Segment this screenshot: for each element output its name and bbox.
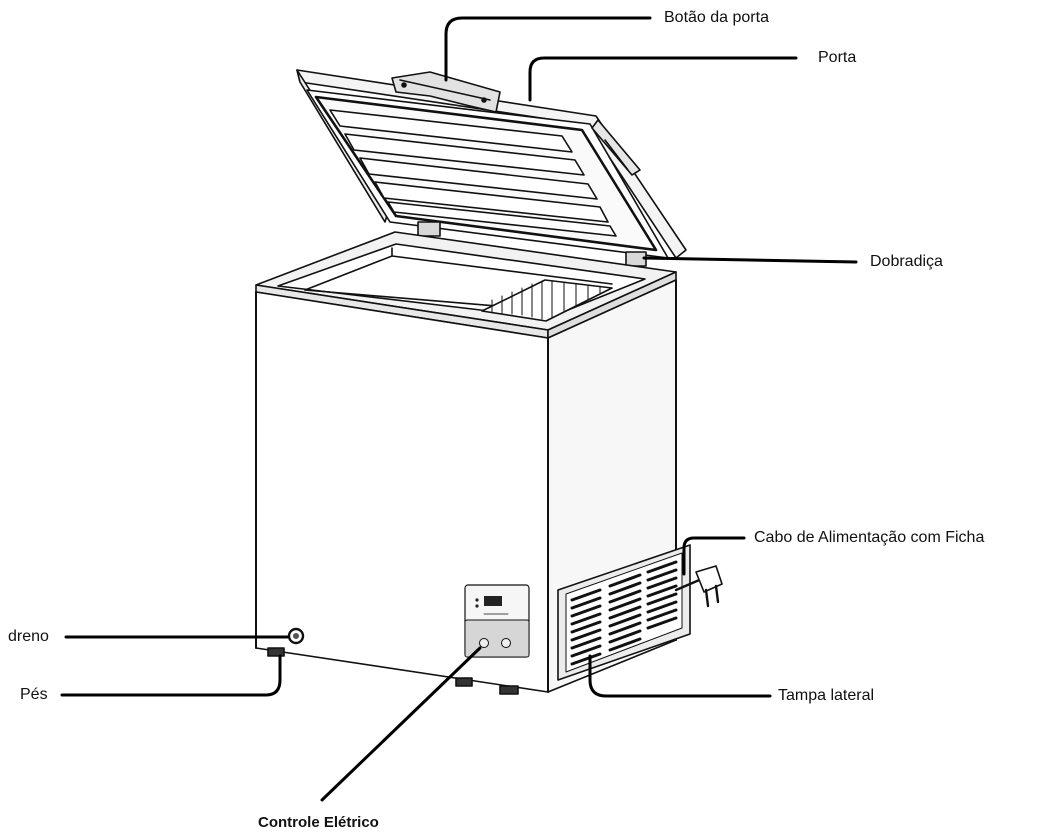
leader-feet [60,654,282,697]
drain [287,627,305,645]
leader-door [528,56,798,102]
label-door-handle: Botão da porta [664,9,769,26]
side-vent-cover [557,544,691,681]
label-controller: Controle Elétrico [258,814,379,831]
leader-hinge [642,256,858,264]
leader-door-handle [444,16,652,82]
power-cord [674,565,723,608]
door-handle [391,71,501,113]
label-drain: dreno [8,628,49,645]
leader-power-cord [682,536,746,576]
label-feet: Pés [20,686,48,703]
control-panel [464,584,530,658]
leader-side-cover [588,654,772,698]
label-hinge: Dobradiça [870,253,943,270]
label-side-cover: Tampa lateral [778,687,875,704]
label-power-cord: Cabo de Alimentação com Ficha [754,529,985,546]
leader-controller [320,646,482,802]
label-door: Porta [818,49,857,66]
leader-lines [60,16,858,802]
